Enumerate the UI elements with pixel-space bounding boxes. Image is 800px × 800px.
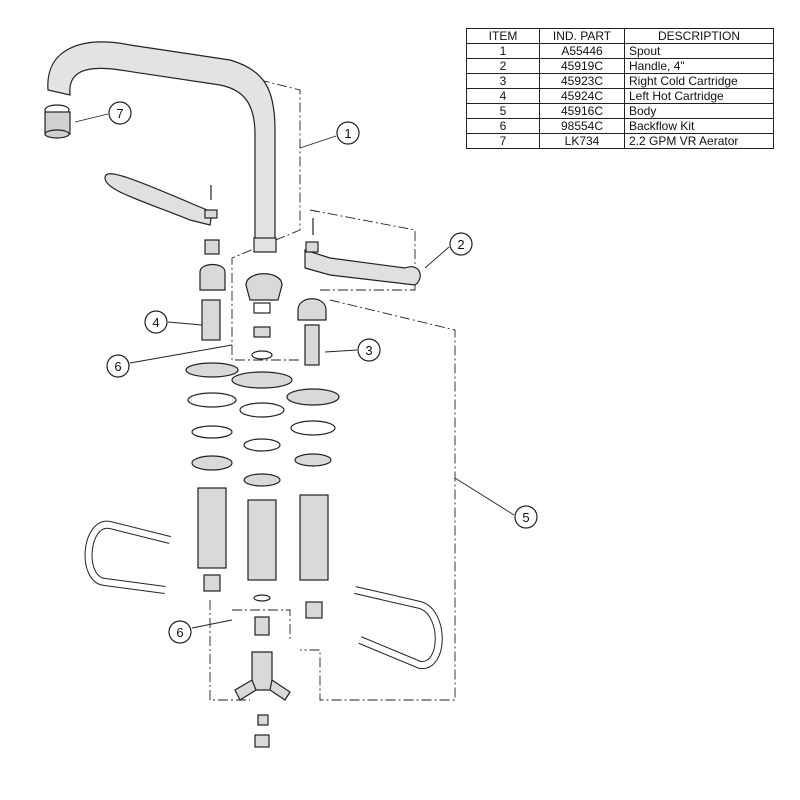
callout-7: 7 xyxy=(108,101,132,125)
header-item: ITEM xyxy=(466,28,540,44)
svg-text:6: 6 xyxy=(114,359,121,374)
cell-item: 1 xyxy=(466,43,540,59)
aerator xyxy=(44,104,71,139)
callout-4: 4 xyxy=(144,310,168,334)
right-handle xyxy=(304,249,421,286)
right-supply-hose-inner xyxy=(354,587,442,668)
svg-text:2: 2 xyxy=(457,237,464,252)
right-stack xyxy=(286,218,340,619)
callout-6-upper: 6 xyxy=(106,354,130,378)
callout-5: 5 xyxy=(514,505,538,529)
cell-ind-part: 45923C xyxy=(539,73,625,89)
cell-description: Spout xyxy=(624,43,774,59)
cell-ind-part: 45924C xyxy=(539,88,625,104)
header-description: DESCRIPTION xyxy=(624,28,774,44)
svg-text:7: 7 xyxy=(116,106,123,121)
cell-description: Handle, 4" xyxy=(624,58,774,74)
cell-item: 6 xyxy=(466,118,540,134)
callout-3: 3 xyxy=(357,338,381,362)
callout-1: 1 xyxy=(336,121,360,145)
cell-item: 7 xyxy=(466,133,540,149)
cell-item: 3 xyxy=(466,73,540,89)
leader-lines xyxy=(74,113,515,629)
center-stack xyxy=(231,273,293,748)
cell-ind-part: 45916C xyxy=(539,103,625,119)
svg-text:4: 4 xyxy=(152,315,159,330)
callout-6-lower: 6 xyxy=(168,620,192,644)
cell-ind-part: 98554C xyxy=(539,118,625,134)
header-ind-part: IND. PART xyxy=(539,28,625,44)
cell-item: 2 xyxy=(466,58,540,74)
left-handle xyxy=(104,173,213,226)
cell-description: Backflow Kit xyxy=(624,118,774,134)
cell-ind-part: 45919C xyxy=(539,58,625,74)
callout-2: 2 xyxy=(449,232,473,256)
table-header-row: ITEM IND. PART DESCRIPTION xyxy=(466,28,774,44)
cell-ind-part: LK734 xyxy=(539,133,625,149)
left-supply-hose-inner xyxy=(85,521,171,593)
cell-ind-part: A55446 xyxy=(539,43,625,59)
left-stack xyxy=(185,185,239,592)
cell-item: 4 xyxy=(466,88,540,104)
cell-item: 5 xyxy=(466,103,540,119)
cell-description: 2.2 GPM VR Aerator xyxy=(624,133,774,149)
cell-description: Right Cold Cartridge xyxy=(624,73,774,89)
svg-text:1: 1 xyxy=(344,126,351,141)
cell-description: Body xyxy=(624,103,774,119)
cell-description: Left Hot Cartridge xyxy=(624,88,774,104)
svg-text:6: 6 xyxy=(176,625,183,640)
spout xyxy=(47,41,277,253)
svg-text:3: 3 xyxy=(365,343,372,358)
svg-text:5: 5 xyxy=(522,510,529,525)
